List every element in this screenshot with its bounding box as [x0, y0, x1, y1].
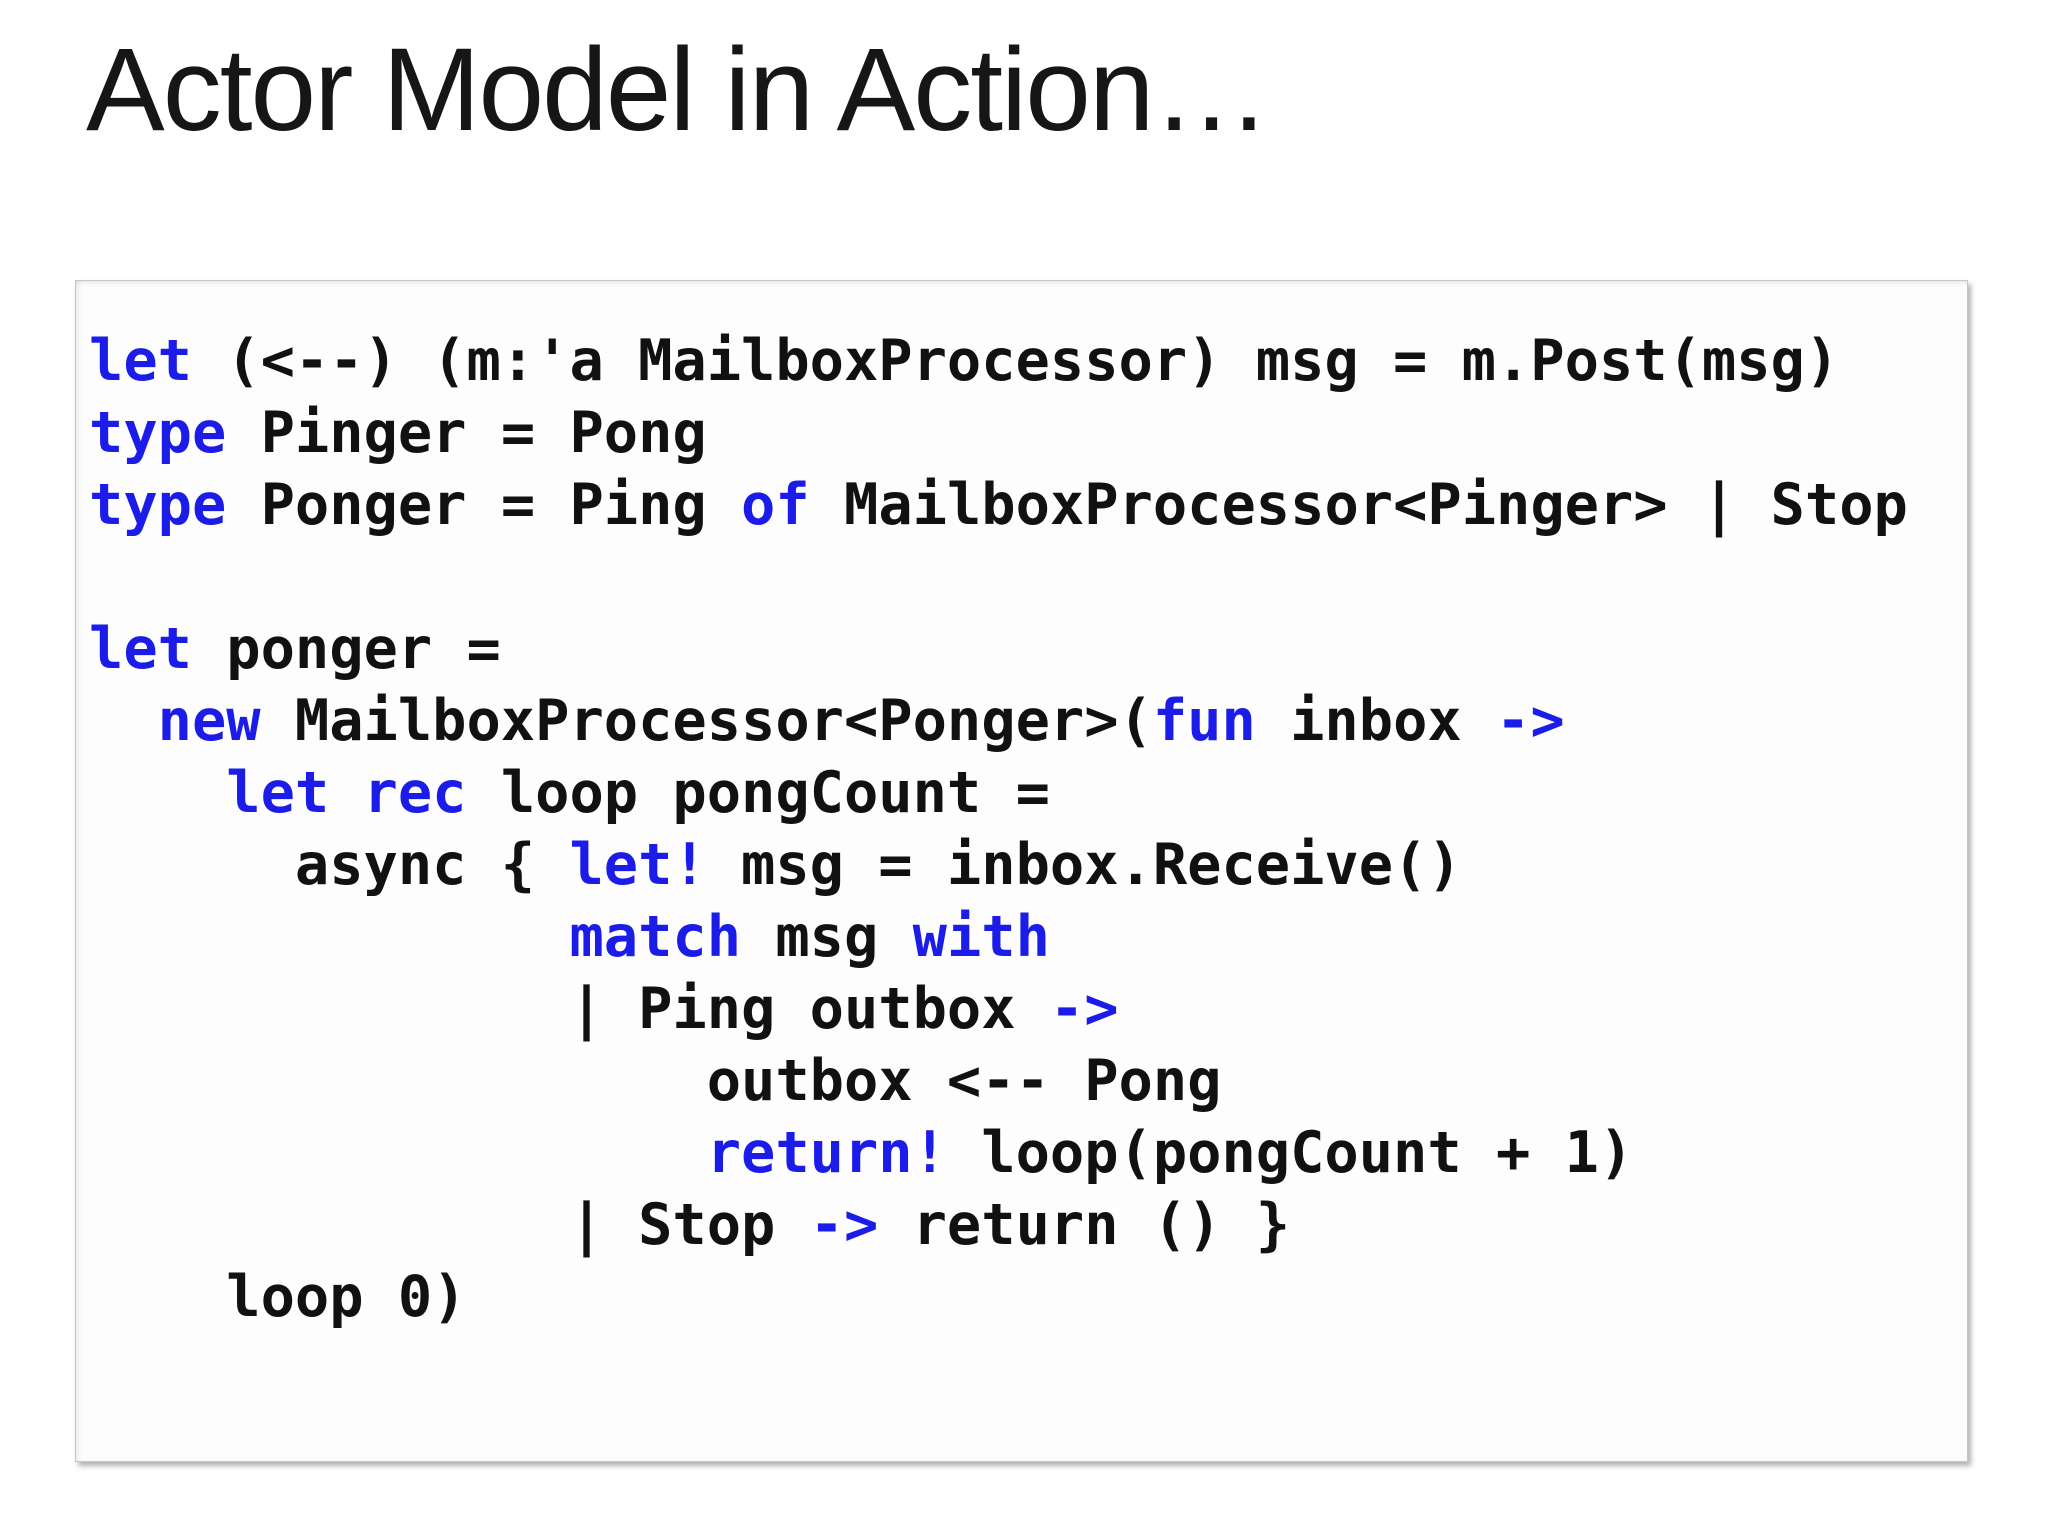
- code-keyword: ->: [809, 1192, 879, 1258]
- code-line: type Pinger = Pong: [89, 397, 1959, 469]
- code-line: | Stop -> return () }: [89, 1189, 1959, 1261]
- code-line: return! loop(pongCount + 1): [89, 1117, 1959, 1189]
- code-line: async { let! msg = inbox.Receive(): [89, 829, 1959, 901]
- code-text: msg: [741, 904, 913, 970]
- code-text: return () }: [878, 1192, 1291, 1258]
- code-line: outbox <-- Pong: [89, 1045, 1959, 1117]
- code-keyword: of: [741, 472, 810, 538]
- code-text: msg = inbox.Receive(): [706, 832, 1462, 898]
- code-keyword: new: [157, 688, 261, 754]
- code-text: | Stop: [89, 1192, 810, 1258]
- code-text: ponger =: [191, 616, 501, 682]
- code-line: type Ponger = Ping of MailboxProcessor<P…: [89, 469, 1959, 541]
- code-line: let ponger =: [89, 613, 1959, 685]
- code-keyword: let: [89, 328, 192, 394]
- code-text: inbox: [1255, 688, 1497, 754]
- code-text: | Ping outbox: [89, 976, 1050, 1042]
- code-text: Ponger = Ping: [226, 472, 742, 538]
- code-text: [89, 904, 569, 970]
- code-text: outbox <-- Pong: [89, 1048, 1222, 1114]
- code-text: loop(pongCount + 1): [946, 1120, 1634, 1186]
- code-line: | Ping outbox ->: [89, 973, 1959, 1045]
- code-keyword: ->: [1049, 976, 1119, 1042]
- code-text: loop 0): [89, 1264, 467, 1330]
- code-keyword: with: [912, 904, 1050, 970]
- code-text: Pinger = Pong: [226, 400, 707, 466]
- code-text: (<--) (m:'a MailboxProcessor) msg = m.Po…: [191, 328, 1840, 394]
- slide-title: Actor Model in Action…: [86, 24, 1270, 156]
- code-text: MailboxProcessor<Pinger> | Stop: [809, 472, 1908, 538]
- code-text: [89, 1120, 707, 1186]
- code-keyword: ->: [1496, 688, 1565, 754]
- code-keyword: type: [89, 400, 227, 466]
- code-keyword: let!: [569, 832, 707, 898]
- code-keyword: let: [89, 616, 192, 682]
- code-lines: let (<--) (m:'a MailboxProcessor) msg = …: [89, 325, 1959, 1333]
- code-text: [89, 688, 158, 754]
- code-keyword: let rec: [226, 760, 467, 826]
- code-keyword: fun: [1152, 688, 1256, 754]
- code-line: loop 0): [89, 1261, 1959, 1333]
- code-text: async {: [89, 832, 570, 898]
- code-text: [89, 760, 226, 826]
- code-text: MailboxProcessor<Ponger>(: [260, 688, 1153, 754]
- code-text: loop pongCount =: [466, 760, 1050, 826]
- code-keyword: type: [89, 472, 227, 538]
- code-line: new MailboxProcessor<Ponger>(fun inbox -…: [89, 685, 1959, 757]
- code-keyword: match: [569, 904, 742, 970]
- code-block: let (<--) (m:'a MailboxProcessor) msg = …: [75, 280, 1968, 1462]
- code-line: [89, 541, 1959, 613]
- code-line: let (<--) (m:'a MailboxProcessor) msg = …: [89, 325, 1959, 397]
- code-line: match msg with: [89, 901, 1959, 973]
- code-keyword: return!: [706, 1120, 947, 1186]
- code-line: let rec loop pongCount =: [89, 757, 1959, 829]
